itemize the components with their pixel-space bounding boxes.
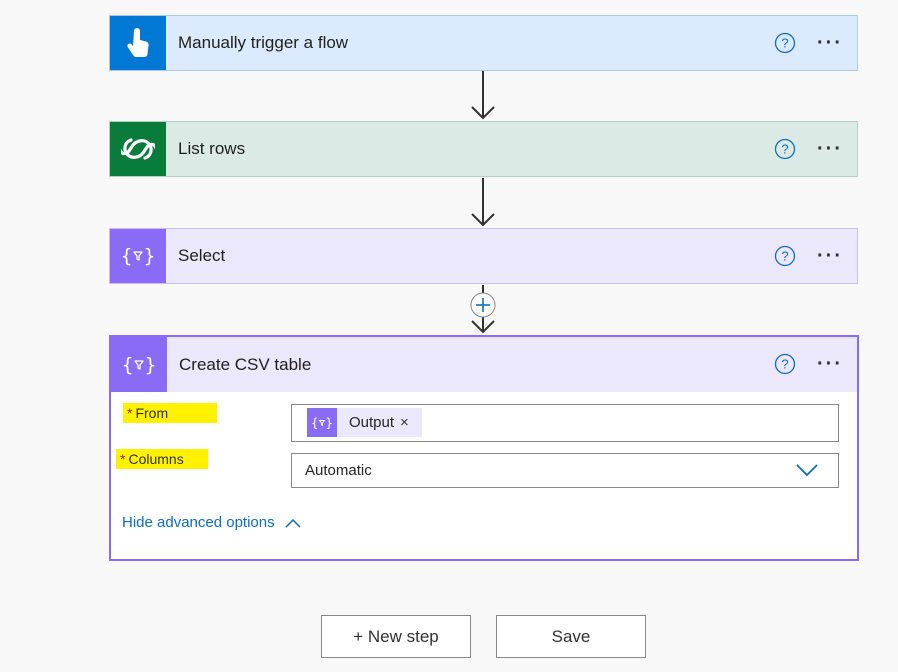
columns-label: *Columns <box>116 449 208 469</box>
new-step-button[interactable]: + New step <box>321 615 471 658</box>
columns-label-text: Columns <box>128 451 184 467</box>
svg-text:?: ? <box>781 357 788 372</box>
step-card-create-csv-table: { } Create CSV table ? ··· *From { } Out… <box>109 335 859 561</box>
columns-selected-value: Automatic <box>305 462 372 479</box>
required-marker: * <box>127 405 133 421</box>
help-icon[interactable]: ? <box>774 138 796 160</box>
more-options-icon[interactable]: ··· <box>817 137 843 160</box>
save-label: Save <box>551 626 591 646</box>
insert-step-plus-icon[interactable] <box>470 292 496 318</box>
columns-dropdown[interactable]: Automatic <box>291 453 839 488</box>
arrow-connector <box>471 71 495 121</box>
help-icon[interactable]: ? <box>774 245 796 267</box>
step-card-select[interactable]: { } Select ? ··· <box>109 228 858 284</box>
advanced-options-label: Hide advanced options <box>122 514 275 531</box>
svg-text:?: ? <box>781 249 788 264</box>
data-operation-icon: { } <box>110 229 166 283</box>
chevron-down-icon[interactable] <box>796 463 818 482</box>
help-icon[interactable]: ? <box>774 32 796 54</box>
token-label: Output <box>349 414 395 431</box>
step-title: Create CSV table <box>179 354 312 374</box>
dataverse-icon <box>110 122 166 176</box>
hide-advanced-options-link[interactable]: Hide advanced options <box>122 514 301 531</box>
svg-text:?: ? <box>781 142 788 157</box>
touch-icon <box>110 16 166 70</box>
step-title: Select <box>178 246 226 265</box>
svg-text:{ }: { } <box>122 245 154 267</box>
data-operation-icon: { } <box>307 408 337 437</box>
required-marker: * <box>120 451 126 467</box>
output-token[interactable]: { } Output × <box>307 408 422 437</box>
step-title: Manually trigger a flow <box>178 33 349 52</box>
new-step-label: + New step <box>353 626 439 646</box>
data-operation-icon: { } <box>111 337 167 392</box>
chevron-up-icon <box>285 518 301 528</box>
from-label: *From <box>123 403 217 423</box>
step-card-list-rows[interactable]: List rows ? ··· <box>109 121 858 177</box>
step-header[interactable]: { } Create CSV table ? ··· <box>111 337 857 392</box>
from-input[interactable]: { } Output × <box>291 404 839 442</box>
more-options-icon[interactable]: ··· <box>817 244 843 267</box>
step-card-manual-trigger[interactable]: Manually trigger a flow ? ··· <box>109 15 858 71</box>
svg-text:?: ? <box>781 36 788 51</box>
remove-token-icon[interactable]: × <box>400 414 409 431</box>
save-button[interactable]: Save <box>496 615 646 658</box>
step-title: List rows <box>178 139 246 158</box>
more-options-icon[interactable]: ··· <box>817 31 843 54</box>
help-icon[interactable]: ? <box>774 353 796 375</box>
arrow-connector <box>471 178 495 228</box>
svg-text:{ }: { } <box>312 416 332 430</box>
svg-text:{ }: { } <box>123 354 155 376</box>
more-options-icon[interactable]: ··· <box>817 353 843 375</box>
from-label-text: From <box>135 405 169 421</box>
